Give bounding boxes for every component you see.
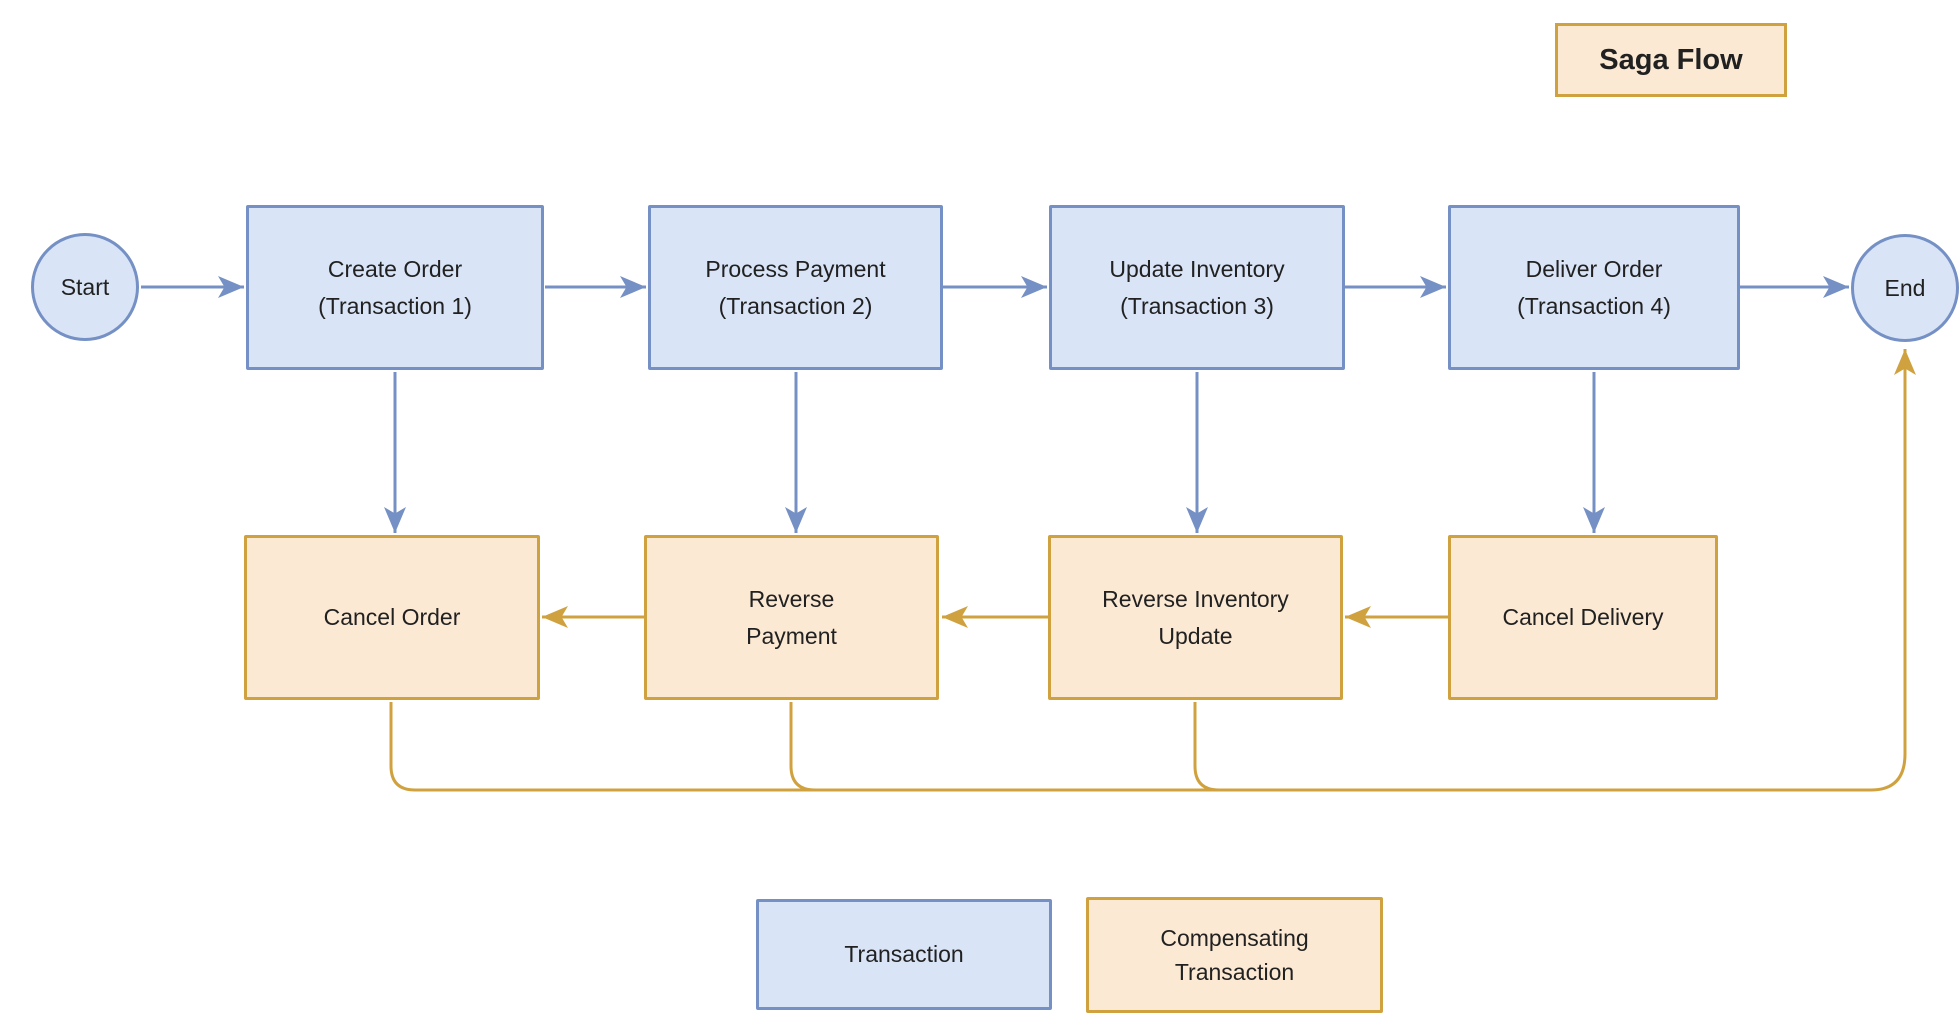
node-deliver-order-name: Deliver Order — [1525, 255, 1663, 282]
node-process-payment-sub: (Transaction 2) — [718, 292, 873, 319]
node-cancel-order-line1: Cancel Order — [323, 604, 461, 630]
node-cancel-order: Cancel Order — [244, 535, 540, 700]
node-cancel-delivery-line1: Cancel Delivery — [1502, 604, 1664, 630]
node-reverse-inventory-update-line2: Update — [1158, 622, 1233, 649]
edge-reverse-inventory-update-return-merge — [1193, 702, 1220, 792]
node-process-payment-name: Process Payment — [705, 255, 886, 282]
node-reverse-inventory-update-line1: Reverse Inventory — [1102, 585, 1289, 612]
node-deliver-order: Deliver Order (Transaction 4) — [1448, 205, 1740, 370]
node-reverse-payment-line1: Reverse — [748, 585, 835, 612]
legend-compensating-line1: Compensating — [1160, 925, 1309, 951]
node-reverse-inventory-update: Reverse Inventory Update — [1048, 535, 1343, 700]
legend-compensating-transaction: Compensating Transaction — [1086, 897, 1383, 1013]
edge-reverse-payment-return-merge — [789, 702, 816, 792]
node-update-inventory: Update Inventory (Transaction 3) — [1049, 205, 1345, 370]
legend-compensating-line2: Transaction — [1174, 959, 1295, 985]
node-create-order-sub: (Transaction 1) — [318, 292, 472, 319]
node-create-order: Create Order (Transaction 1) — [246, 205, 544, 370]
node-end: End — [1851, 234, 1959, 342]
node-end-label: End — [1884, 274, 1926, 301]
legend-transaction: Transaction — [756, 899, 1052, 1010]
node-reverse-payment-line2: Payment — [746, 622, 837, 649]
node-create-order-name: Create Order — [327, 255, 463, 282]
node-start-label: Start — [60, 273, 110, 300]
diagram-title-label: Saga Flow — [1599, 43, 1743, 76]
node-reverse-payment: Reverse Payment — [644, 535, 939, 700]
node-process-payment: Process Payment (Transaction 2) — [648, 205, 943, 370]
node-deliver-order-sub: (Transaction 4) — [1517, 292, 1671, 319]
diagram-title: Saga Flow — [1555, 23, 1787, 97]
node-update-inventory-sub: (Transaction 3) — [1120, 292, 1274, 319]
node-update-inventory-name: Update Inventory — [1109, 255, 1285, 282]
node-start: Start — [31, 233, 139, 341]
node-cancel-delivery: Cancel Delivery — [1448, 535, 1718, 700]
legend-transaction-line1: Transaction — [844, 941, 964, 967]
